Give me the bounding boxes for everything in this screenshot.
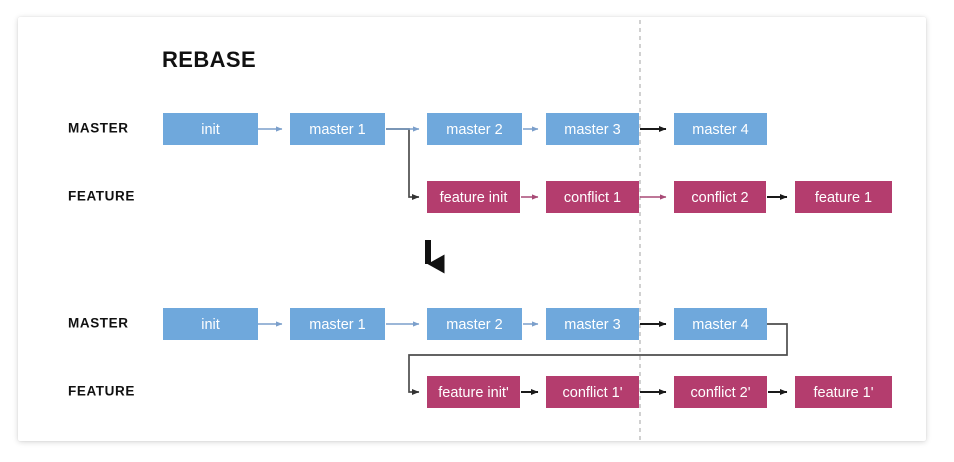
commit-label: feature init (440, 190, 508, 206)
commit-node-conflict-2[interactable]: conflict 2 (674, 181, 766, 213)
commit-node-conflict-1[interactable]: conflict 1 (546, 181, 639, 213)
row-after-master: MASTER init m (68, 308, 767, 340)
commit-label: master 3 (564, 317, 620, 333)
commit-label: conflict 2 (691, 190, 748, 206)
branch-connector-master1-to-featureinit (386, 128, 420, 200)
commit-label: conflict 1' (563, 385, 623, 401)
commit-label: conflict 2' (691, 385, 751, 401)
commit-node-master-3[interactable]: master 3 (546, 113, 639, 145)
section-after: MASTER init m (68, 308, 892, 408)
commit-node-master-1[interactable]: master 1 (290, 308, 385, 340)
commit-node-master-3[interactable]: master 3 (546, 308, 639, 340)
commit-node-init[interactable]: init (163, 308, 258, 340)
branch-label-master: MASTER (68, 121, 129, 136)
row-before-master: MASTER init m (68, 113, 767, 145)
commit-node-feature-1-prime[interactable]: feature 1' (795, 376, 892, 408)
commit-label: master 4 (692, 317, 748, 333)
commit-node-conflict-1-prime[interactable]: conflict 1' (546, 376, 639, 408)
commit-node-master-4[interactable]: master 4 (674, 113, 767, 145)
commit-label: init (201, 317, 220, 333)
commit-node-master-4[interactable]: master 4 (674, 308, 767, 340)
commit-node-feature-1[interactable]: feature 1 (795, 181, 892, 213)
branch-label-feature: FEATURE (68, 189, 135, 204)
branch-label-master: MASTER (68, 316, 129, 331)
branch-label-feature: FEATURE (68, 384, 135, 399)
commit-node-master-2[interactable]: master 2 (427, 308, 522, 340)
commit-node-master-2[interactable]: master 2 (427, 113, 522, 145)
commit-label: master 1 (309, 122, 365, 138)
page-title: REBASE (162, 47, 256, 72)
commit-label: feature 1 (815, 190, 872, 206)
commit-label: master 4 (692, 122, 748, 138)
commit-label: init (201, 122, 220, 138)
commit-label: feature init' (438, 385, 509, 401)
commit-node-feature-init[interactable]: feature init (427, 181, 520, 213)
commit-node-conflict-2-prime[interactable]: conflict 2' (674, 376, 767, 408)
commit-label: master 1 (309, 317, 365, 333)
commit-label: master 3 (564, 122, 620, 138)
rebase-connector-master4-to-featureinit-prime (408, 323, 788, 395)
commit-label: master 2 (446, 122, 502, 138)
commit-node-feature-init-prime[interactable]: feature init' (427, 376, 520, 408)
white-content-card (18, 17, 926, 441)
commit-label: feature 1' (813, 385, 873, 401)
row-after-feature: FEATURE feature init' conflict 1' (68, 376, 892, 408)
commit-node-init[interactable]: init (163, 113, 258, 145)
commit-label: conflict 1 (564, 190, 621, 206)
row-before-feature: FEATURE feature init conflict 1 (68, 181, 892, 213)
commit-node-master-1[interactable]: master 1 (290, 113, 385, 145)
section-before: MASTER init m (68, 113, 892, 213)
commit-label: master 2 (446, 317, 502, 333)
